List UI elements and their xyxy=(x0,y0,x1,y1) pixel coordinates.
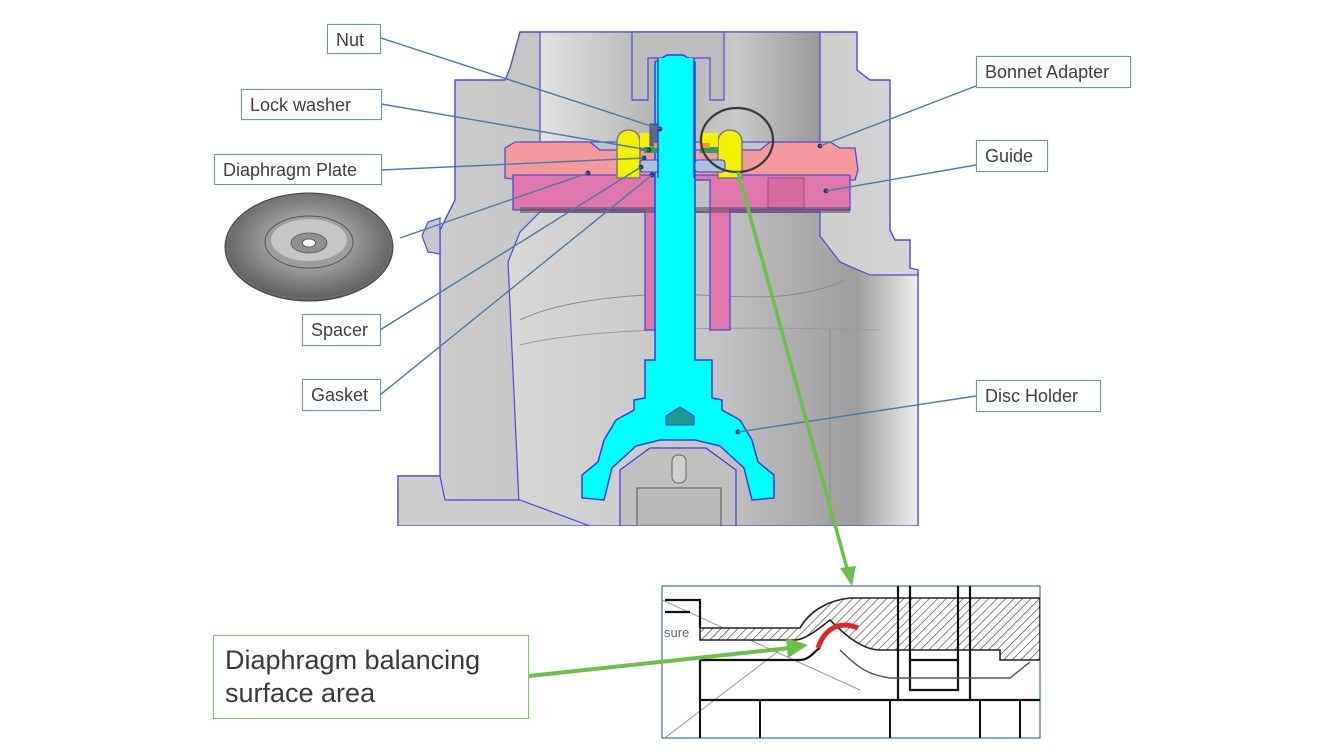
inset-text-fragment: sure xyxy=(664,625,689,640)
label-guide: Guide xyxy=(976,140,1048,172)
diaphragm-3d-render xyxy=(224,192,394,302)
arrow-head-down xyxy=(840,566,856,586)
callout-line-2: surface area xyxy=(225,678,376,708)
diaphragm-balancing-callout: Diaphragm balancing surface area xyxy=(213,635,529,719)
leader-lines xyxy=(379,37,977,433)
callout-line-1: Diaphragm balancing xyxy=(225,645,481,675)
diaphragm-left xyxy=(616,129,641,179)
diaphragm-red-arc xyxy=(815,622,859,649)
label-nut: Nut xyxy=(327,24,381,54)
body-boss xyxy=(421,217,441,255)
label-gasket: Gasket xyxy=(302,379,381,411)
cross-section-drawing xyxy=(388,30,920,526)
detail-highlight-circle xyxy=(699,106,775,174)
label-disc-holder: Disc Holder xyxy=(976,380,1101,412)
label-lock-washer: Lock washer xyxy=(241,89,382,120)
stem-disc-holder xyxy=(581,54,775,501)
label-diaphragm-plate: Diaphragm Plate xyxy=(214,154,382,185)
arrow-head-left xyxy=(786,638,808,658)
label-bonnet-adapter: Bonnet Adapter xyxy=(976,56,1131,88)
label-spacer: Spacer xyxy=(302,314,381,346)
highlight-arrows xyxy=(528,171,856,678)
detail-inset: sure xyxy=(661,585,1041,739)
